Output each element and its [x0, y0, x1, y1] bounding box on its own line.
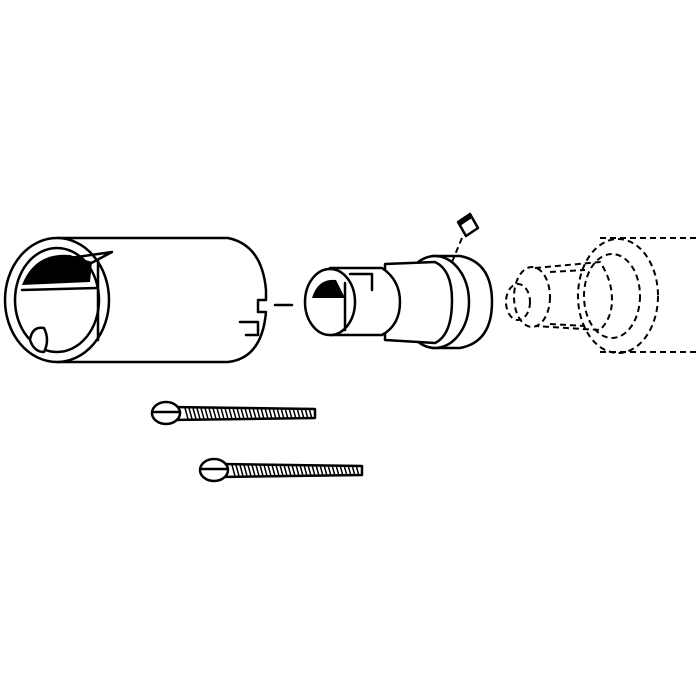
valve-stem-phantom — [505, 237, 700, 354]
set-screw — [451, 212, 480, 263]
sleeve-cylinder — [3, 236, 294, 364]
set-screw-guide-line — [451, 237, 463, 263]
adapter-fitting — [303, 254, 494, 350]
mounting-screw-2 — [198, 457, 364, 483]
mounting-screw-1 — [150, 400, 317, 426]
